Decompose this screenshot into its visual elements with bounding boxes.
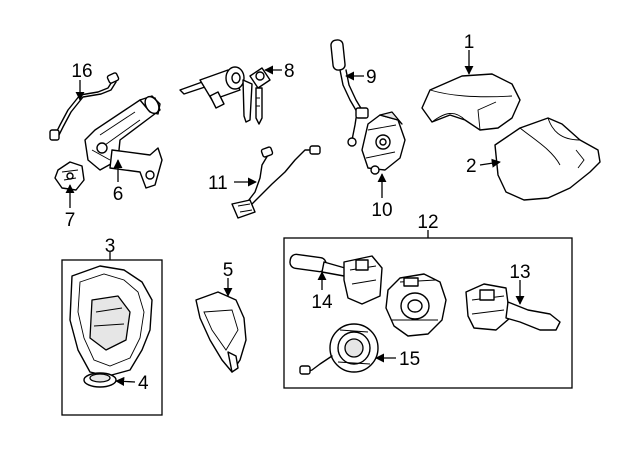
callout-11: 11 (208, 173, 228, 194)
callout-10: 10 (371, 200, 392, 221)
part-5-boot (195, 291, 247, 373)
part-15-spiral-cable (299, 323, 379, 375)
callout-7: 7 (65, 210, 76, 231)
leader-2 (479, 158, 501, 168)
callout-8: 8 (284, 61, 295, 82)
part-12-combination-switch-body (385, 273, 447, 337)
part-11-wiring (231, 145, 321, 219)
callout-4: 4 (138, 373, 149, 394)
part-14-turn-signal-switch (289, 253, 383, 305)
callout-12: 12 (417, 212, 438, 233)
callout-1: 1 (464, 32, 475, 53)
callout-2: 2 (466, 156, 477, 177)
leader-4 (115, 376, 136, 386)
callout-3: 3 (105, 236, 116, 257)
part-10-bracket (361, 111, 406, 175)
callout-9: 9 (366, 67, 377, 88)
callout-13: 13 (509, 262, 530, 283)
callout-5: 5 (223, 260, 234, 281)
callout-15: 15 (399, 349, 420, 370)
part-2-lower-cover (494, 117, 601, 201)
part-7-switch (54, 161, 85, 191)
callout-labels: 1 2 3 4 5 6 7 8 9 10 11 12 13 14 15 16 (65, 32, 531, 394)
leader-lines (65, 50, 525, 386)
part-3-cover-panel (69, 265, 153, 377)
part-3-group-box (61, 259, 163, 416)
part-4-grommet (83, 372, 117, 388)
part-9-tilt-lever (330, 39, 369, 147)
part-13-wiper-switch (465, 283, 561, 331)
part-8-key-cylinder (179, 66, 271, 125)
callout-6: 6 (113, 184, 124, 205)
callout-16: 16 (71, 61, 92, 82)
callout-14: 14 (311, 292, 333, 313)
part-6-lock-housing (84, 95, 163, 189)
part-1-upper-cover (421, 73, 521, 131)
